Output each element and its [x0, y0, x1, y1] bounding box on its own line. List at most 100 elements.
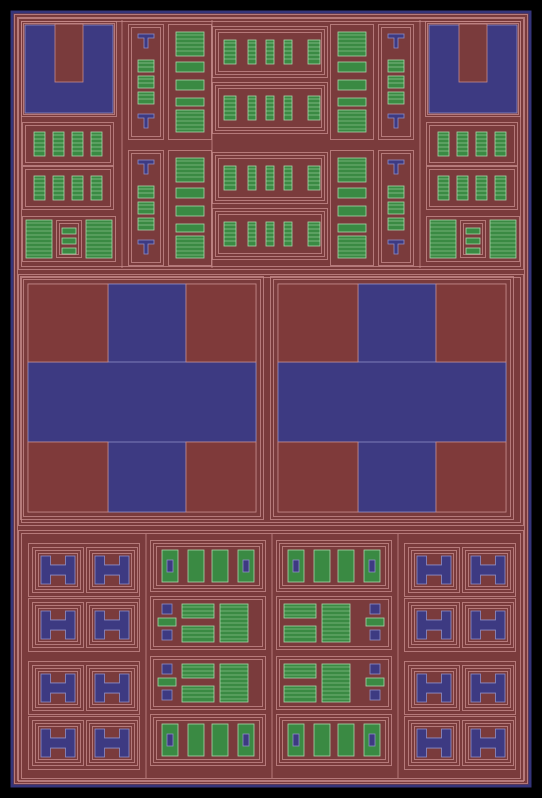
green-stack-bar: [337, 79, 367, 91]
green-finger: [211, 723, 229, 757]
h-cell-outline: [92, 671, 132, 705]
green-finger: [283, 39, 293, 65]
h-gate: [416, 555, 452, 585]
corner-cell-outline: [23, 23, 115, 115]
t-gate: [387, 159, 405, 175]
green-bar: [494, 131, 507, 157]
finger-cell-outline: [156, 546, 260, 586]
five-bar-outline: [212, 208, 328, 260]
green-finger: [313, 723, 331, 757]
green-finger: [223, 95, 237, 121]
green-bar: [387, 201, 405, 215]
chip-inner-ring: [17, 17, 525, 781]
h-cell-outline: [35, 605, 81, 645]
gate-column-outline: [378, 150, 414, 266]
green-bar: [475, 175, 488, 201]
green-stack-bar: [337, 187, 367, 199]
contact-square: [292, 559, 300, 573]
middle-section-outline: [21, 277, 521, 523]
h-pair-outline: [28, 598, 140, 652]
green-bar: [90, 131, 103, 157]
green-mini: [61, 227, 77, 235]
green-finger: [283, 165, 293, 191]
stack-cell-outline: [279, 599, 389, 647]
cross-quadrant: [27, 441, 109, 513]
green-bar: [437, 175, 450, 201]
t-gate: [137, 159, 155, 175]
green-stack-bar: [337, 97, 367, 107]
green-bar: [137, 91, 155, 105]
h-cell-outline: [38, 608, 78, 642]
h-pair-outline: [28, 661, 140, 715]
finger-cell-outline: [276, 540, 392, 592]
cross-cell-outline: [23, 279, 261, 517]
h-cell-outline: [32, 665, 84, 711]
green-bar: [456, 175, 469, 201]
gate-column-outline: [381, 153, 411, 263]
green-stack-outline: [330, 150, 374, 266]
h-cell-outline: [462, 720, 514, 766]
green-stack-bar: [337, 205, 367, 217]
h-cell-outline: [462, 665, 514, 711]
contact-square: [161, 663, 173, 675]
cross-quadrant: [27, 283, 109, 363]
contact-square: [161, 689, 173, 701]
t-gate: [387, 113, 405, 129]
green-block: [181, 685, 215, 703]
green-bar: [475, 131, 488, 157]
h-cell-outline: [465, 668, 511, 708]
five-bar-outline: [212, 82, 328, 134]
h-cell-outline: [32, 547, 84, 593]
five-bar-outline: [215, 211, 325, 257]
side-cell-outline: [22, 166, 114, 210]
green-corner-outline: [22, 216, 116, 262]
five-bar-outline: [218, 88, 322, 128]
h-gate: [416, 673, 452, 703]
u-shape-top-left-notch: [54, 23, 84, 83]
green-finger: [307, 165, 321, 191]
green-finger: [307, 221, 321, 247]
contact-square: [242, 559, 250, 573]
h-cell-outline: [32, 720, 84, 766]
h-cell-outline: [89, 668, 135, 708]
green-finger: [223, 39, 237, 65]
contact-square: [166, 559, 174, 573]
cross-quadrant: [185, 283, 257, 363]
green-bar: [387, 91, 405, 105]
h-gate: [470, 555, 506, 585]
h-gate: [470, 673, 506, 703]
five-bar-outline: [212, 26, 328, 78]
h-cell-outline: [38, 671, 78, 705]
side-cell-outline: [22, 122, 114, 166]
finger-cell-outline: [153, 543, 263, 589]
stack-cell-outline: [153, 599, 263, 647]
green-stack-outline: [168, 150, 212, 266]
green-bar: [90, 175, 103, 201]
green-stack-block: [337, 157, 367, 183]
finger-cell-outline: [282, 546, 386, 586]
h-gate: [40, 610, 76, 640]
gate-column-outline: [378, 24, 414, 140]
green-stack-bar: [175, 205, 205, 217]
h-cell-outline: [32, 602, 84, 648]
green-stack-bar: [337, 61, 367, 73]
green-bar: [456, 131, 469, 157]
chip-inner-ring: [14, 14, 528, 784]
green-inner-outline: [460, 220, 486, 258]
side-cell-outline: [426, 166, 518, 210]
green-inner-outline: [59, 223, 79, 255]
five-bar-outline: [218, 214, 322, 254]
cross-horizontal-arm: [27, 361, 257, 443]
h-gate: [40, 555, 76, 585]
h-cell-outline: [411, 550, 457, 590]
cross-quadrant: [185, 441, 257, 513]
green-bar: [52, 131, 65, 157]
h-cell-outline: [465, 550, 511, 590]
green-strap: [157, 617, 177, 627]
stack-cell-outline: [276, 596, 392, 650]
green-finger: [223, 221, 237, 247]
bottom-section-outline: [18, 530, 524, 782]
green-stack-block: [337, 31, 367, 57]
green-stack-block: [175, 31, 205, 57]
